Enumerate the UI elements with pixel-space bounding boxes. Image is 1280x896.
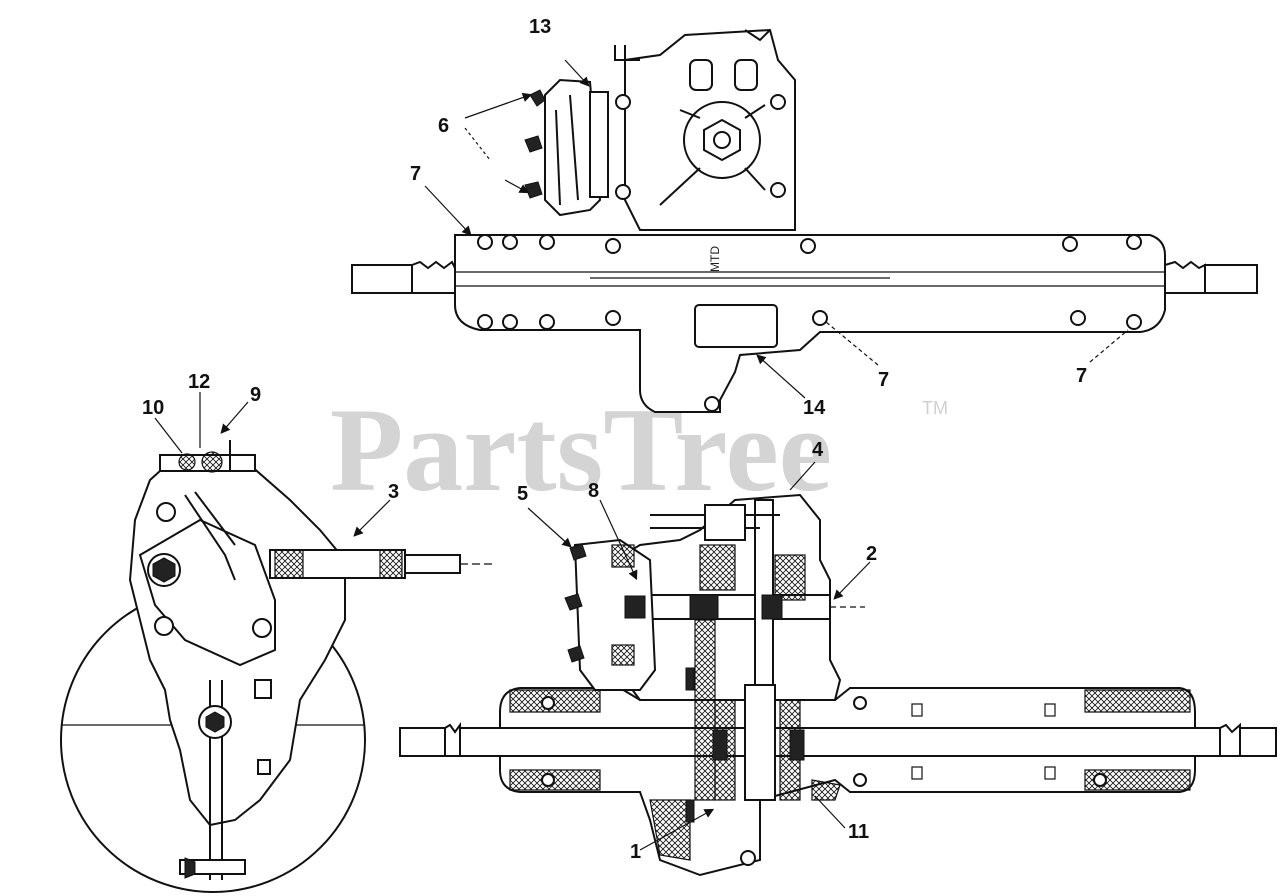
leader-lines xyxy=(154,59,1129,851)
top-view-transaxle: MTD xyxy=(351,28,1258,413)
callout-4: 4 xyxy=(812,439,824,461)
callout-12: 12 xyxy=(188,371,210,393)
callout-14: 14 xyxy=(803,397,826,419)
housing-stamp: MTD xyxy=(708,246,722,272)
callout-5: 5 xyxy=(517,483,528,505)
callout-11: 11 xyxy=(848,821,869,843)
callout-10: 10 xyxy=(142,397,164,419)
callout-3: 3 xyxy=(388,481,399,503)
callout-8: 8 xyxy=(588,480,599,502)
callout-6: 6 xyxy=(438,115,449,137)
watermark-text: PartsTree xyxy=(330,383,832,516)
callout-2: 2 xyxy=(866,543,877,565)
trademark-mark: TM xyxy=(922,398,948,418)
callout-9: 9 xyxy=(250,384,261,406)
callout-7-right: 7 xyxy=(1076,365,1087,387)
side-view-transaxle xyxy=(60,440,492,893)
housing-bolts xyxy=(477,94,1142,412)
callout-7-top-left: 7 xyxy=(410,163,421,185)
callout-1: 1 xyxy=(630,841,641,863)
callout-labels: 13 6 7 7 7 14 12 10 9 3 5 8 4 2 1 11 xyxy=(142,16,1087,863)
cross-section-transaxle xyxy=(399,493,1277,877)
callout-7-center: 7 xyxy=(878,369,889,391)
callout-13: 13 xyxy=(529,16,551,38)
